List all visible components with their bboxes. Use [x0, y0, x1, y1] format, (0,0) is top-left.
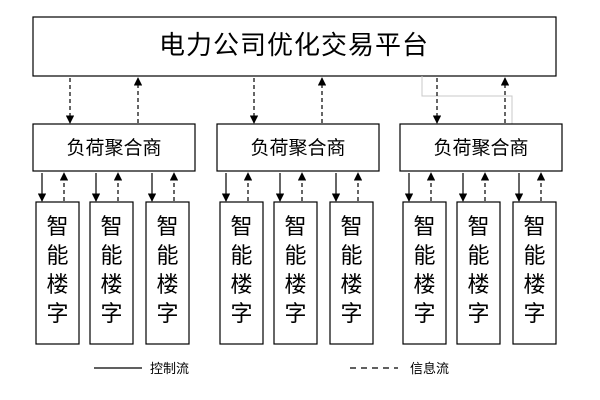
building-label-char: 楼 [46, 273, 68, 298]
building-label-char: 楼 [523, 273, 545, 298]
building-label-char: 能 [230, 244, 252, 269]
building-label-char: 智 [284, 215, 306, 240]
building-label-char: 智 [46, 215, 68, 240]
building-label-char: 字 [413, 302, 435, 327]
building-label-char: 楼 [467, 273, 489, 298]
building-label-char: 智 [156, 215, 178, 240]
building-label-char: 字 [284, 302, 306, 327]
faint-connector-line [421, 76, 513, 124]
building-label-char: 能 [340, 244, 362, 269]
building-label-char: 字 [340, 302, 362, 327]
aggregator-label: 负荷聚合商 [433, 137, 528, 159]
building-label-char: 字 [100, 302, 122, 327]
building-label-char: 字 [156, 302, 178, 327]
building-box [219, 201, 264, 345]
building-label-char: 字 [46, 302, 68, 327]
building-box [273, 201, 318, 345]
aggregator-label: 负荷聚合商 [250, 137, 345, 159]
building-label-char: 楼 [284, 273, 306, 298]
building-label-char: 智 [230, 215, 252, 240]
building-box [35, 201, 80, 345]
building-box [89, 201, 134, 345]
platform-box: 电力公司优化交易平台 [32, 16, 557, 77]
building-label-char: 智 [100, 215, 122, 240]
building-label-char: 智 [340, 215, 362, 240]
aggregator-label: 负荷聚合商 [66, 137, 161, 159]
aggregator-box [32, 123, 196, 172]
building-label-char: 能 [467, 244, 489, 269]
legend: 控制流 信息流 [94, 361, 449, 377]
building-box [329, 201, 374, 345]
building-label-char: 字 [230, 302, 252, 327]
building-label-char: 楼 [413, 273, 435, 298]
building-box [512, 201, 557, 345]
building-label-char: 能 [156, 244, 178, 269]
building-label-char: 楼 [100, 273, 122, 298]
building-label-char: 能 [284, 244, 306, 269]
building-label-char: 智 [467, 215, 489, 240]
info-flow-legend-label: 信息流 [410, 361, 449, 377]
platform-label: 电力公司优化交易平台 [159, 31, 429, 61]
building-box [456, 201, 501, 345]
building-label-char: 楼 [340, 273, 362, 298]
building-label-char: 字 [523, 302, 545, 327]
building-label-char: 智 [413, 215, 435, 240]
building-label-char: 字 [467, 302, 489, 327]
building-label-char: 能 [100, 244, 122, 269]
building-box [402, 201, 447, 345]
control-flow-legend-label: 控制流 [150, 362, 189, 377]
building-label-char: 能 [523, 244, 545, 269]
building-label-char: 能 [413, 244, 435, 269]
building-box [145, 201, 190, 345]
building-label-char: 能 [46, 244, 68, 269]
aggregator-group: 负荷聚合商智能楼字智能楼字智能楼字负荷聚合商智能楼字智能楼字智能楼字负荷聚合商智… [32, 77, 563, 345]
aggregator-box [216, 123, 380, 172]
building-label-char: 智 [523, 215, 545, 240]
aggregator-box [399, 123, 563, 172]
building-label-char: 楼 [156, 273, 178, 298]
building-label-char: 楼 [230, 273, 252, 298]
